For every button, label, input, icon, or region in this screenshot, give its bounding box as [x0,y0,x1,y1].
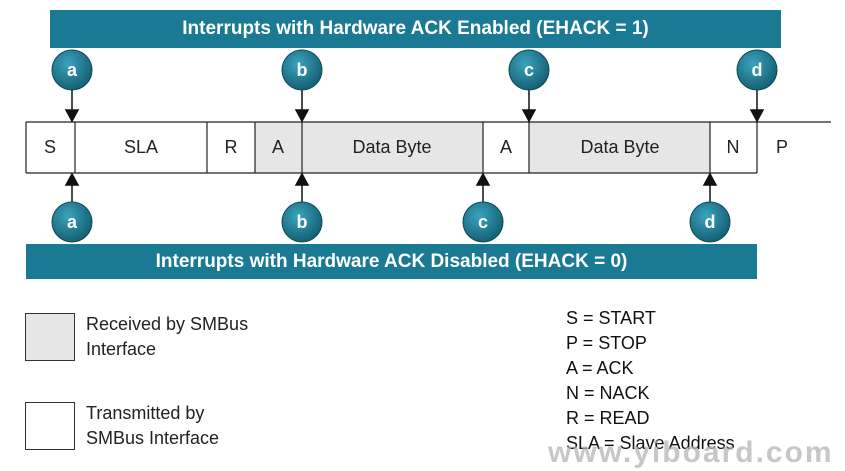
field-label-start: S [44,137,56,157]
svg-text:a: a [67,212,78,232]
abbrev-slave-address: SLA = Slave Address [566,433,735,453]
bottom-marker-c: c [462,201,504,243]
legend-received-swatch [25,313,75,361]
field-label-ack-2: A [500,137,512,157]
top-marker-c: c [508,49,550,91]
svg-text:b: b [297,212,308,232]
field-ack-1-fill [255,122,302,173]
field-label-slave-address: SLA [124,137,158,157]
field-data-byte-1-fill [302,122,483,173]
top-marker-a: a [51,49,93,91]
banner-hardware-ack-disabled: Interrupts with Hardware ACK Disabled (E… [26,244,757,279]
legend-received-line-1: Received by SMBus [86,314,249,334]
svg-text:b: b [297,60,308,80]
watermark: www.yiboard.com [548,436,834,469]
svg-text:d: d [705,212,716,232]
abbreviation-key: S = START P = STOP A = ACK N = NACK R = … [566,306,735,456]
bottom-marker-a: a [51,201,93,243]
top-marker-b: b [281,49,323,91]
top-marker-d: d [736,49,778,91]
top-arrows [64,90,765,123]
field-label-data-byte-2: Data Byte [580,137,659,157]
legend-transmitted-line-2: SMBus Interface [86,428,220,448]
bottom-marker-b: b [281,201,323,243]
svg-text:c: c [478,212,488,232]
field-label-data-byte-1: Data Byte [352,137,431,157]
frame-outline [25,121,831,174]
svg-text:d: d [752,60,763,80]
svg-text:a: a [67,60,78,80]
abbrev-read: R = READ [566,408,650,428]
legend-received-line-2: Interface [86,339,157,359]
field-label-nack: N [727,137,740,157]
abbrev-ack: A = ACK [566,358,634,378]
banner-hardware-ack-enabled: Interrupts with Hardware ACK Enabled (EH… [50,10,781,48]
legend-received-label: Received by SMBus Interface [86,312,248,362]
field-data-byte-2-fill [529,122,710,173]
abbrev-stop: P = STOP [566,333,647,353]
field-label-ack-1: A [272,137,284,157]
abbrev-start: S = START [566,308,656,328]
bottom-arrows [64,172,718,205]
abbrev-nack: N = NACK [566,383,650,403]
legend-transmitted-label: Transmitted by SMBus Interface [86,401,219,451]
field-label-read: R [225,137,238,157]
svg-text:c: c [524,60,534,80]
legend-transmitted-swatch [25,402,75,450]
bottom-marker-d: d [689,201,731,243]
legend-transmitted-line-1: Transmitted by [86,403,205,423]
field-label-stop: P [776,137,788,157]
